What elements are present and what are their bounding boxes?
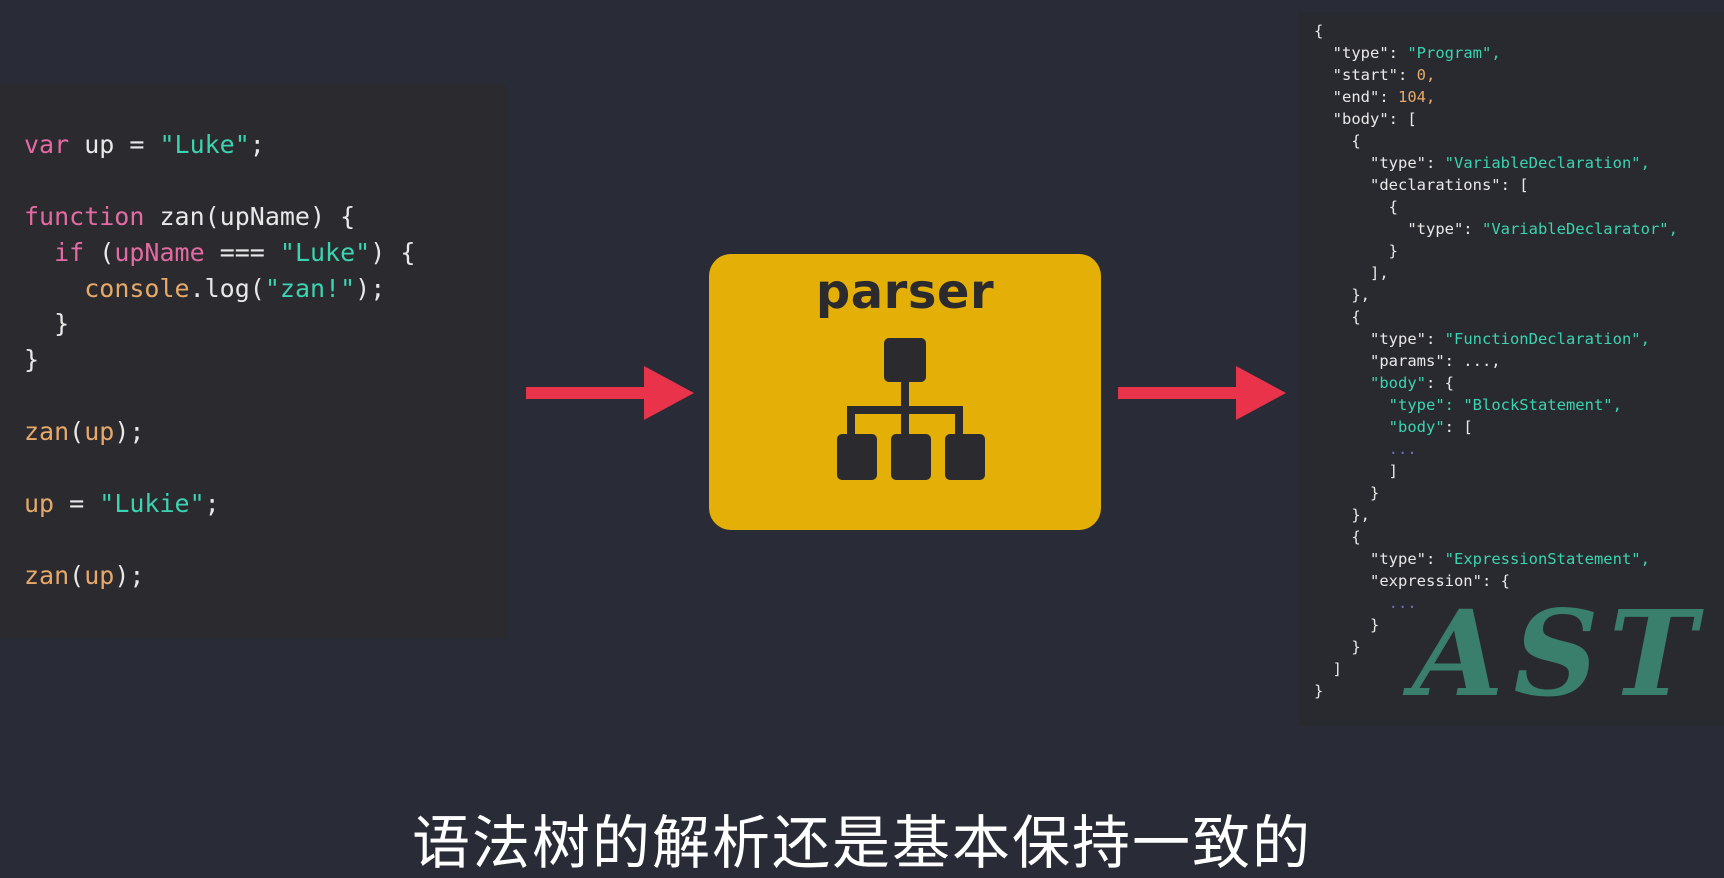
code-line-2: function zan(upName) { — [24, 202, 356, 231]
ast-json-panel — [1298, 12, 1724, 726]
ast-line: "body": [ — [1314, 110, 1417, 128]
hierarchy-tree-icon — [837, 338, 985, 480]
ast-line: "type": "VariableDeclaration", — [1314, 154, 1650, 172]
ast-line: } — [1314, 682, 1324, 700]
ast-line: ... — [1388, 594, 1417, 612]
ast-line: ] — [1314, 660, 1342, 678]
code-line-6: } — [24, 345, 40, 374]
code-line-1: var up = "Luke"; — [24, 130, 265, 159]
code-line-9: zan(up); — [24, 561, 145, 590]
ast-line: "body": { — [1370, 374, 1454, 392]
ast-line: ] — [1314, 462, 1398, 480]
ast-line: ... — [1388, 440, 1417, 458]
ast-line: "body": [ — [1388, 418, 1473, 436]
ast-line: } — [1314, 638, 1361, 656]
ast-line: "type": "Program", — [1314, 44, 1501, 62]
ast-line: { — [1314, 22, 1324, 40]
ast-line: "type": "VariableDeclarator", — [1314, 220, 1678, 238]
ast-line: "type": "ExpressionStatement", — [1314, 550, 1650, 568]
ast-line: "params": ..., — [1314, 352, 1501, 370]
ast-line: } — [1314, 242, 1398, 260]
video-subtitle: 语法树的解析还是基本保持一致的 — [411, 809, 1312, 877]
arrow-right-icon — [1118, 366, 1286, 420]
ast-line: "expression": { — [1314, 572, 1510, 590]
code-line-5: } — [24, 309, 70, 338]
code-line-8: up = "Lukie"; — [24, 489, 220, 518]
ast-line: "type": "BlockStatement", — [1388, 396, 1622, 414]
ast-line: { — [1314, 132, 1361, 150]
ast-line: "start": 0, — [1314, 66, 1436, 84]
parser-title: parser — [815, 264, 995, 320]
ast-watermark-label: AST — [1412, 584, 1707, 723]
ast-line: }, — [1314, 286, 1370, 304]
ast-line: "type": "FunctionDeclaration", — [1314, 330, 1650, 348]
code-line-3: if (upName === "Luke") { — [54, 238, 416, 267]
ast-line: } — [1314, 484, 1380, 502]
parser-box: parser — [709, 254, 1101, 530]
arrow-right-icon — [526, 366, 694, 420]
ast-line: { — [1314, 308, 1361, 326]
ast-line: ], — [1314, 264, 1389, 282]
code-line-7: zan(up); — [24, 417, 145, 446]
ast-line: } — [1314, 616, 1380, 634]
ast-line: { — [1314, 198, 1398, 216]
ast-line: "declarations": [ — [1314, 176, 1529, 194]
ast-line: "end": 104, — [1314, 88, 1436, 106]
ast-line: }, — [1314, 506, 1370, 524]
ast-line: { — [1314, 528, 1361, 546]
source-code-panel: var up = "Luke"; function zan(upName) { … — [0, 84, 508, 638]
code-line-4: console.log("zan!"); — [84, 274, 386, 303]
